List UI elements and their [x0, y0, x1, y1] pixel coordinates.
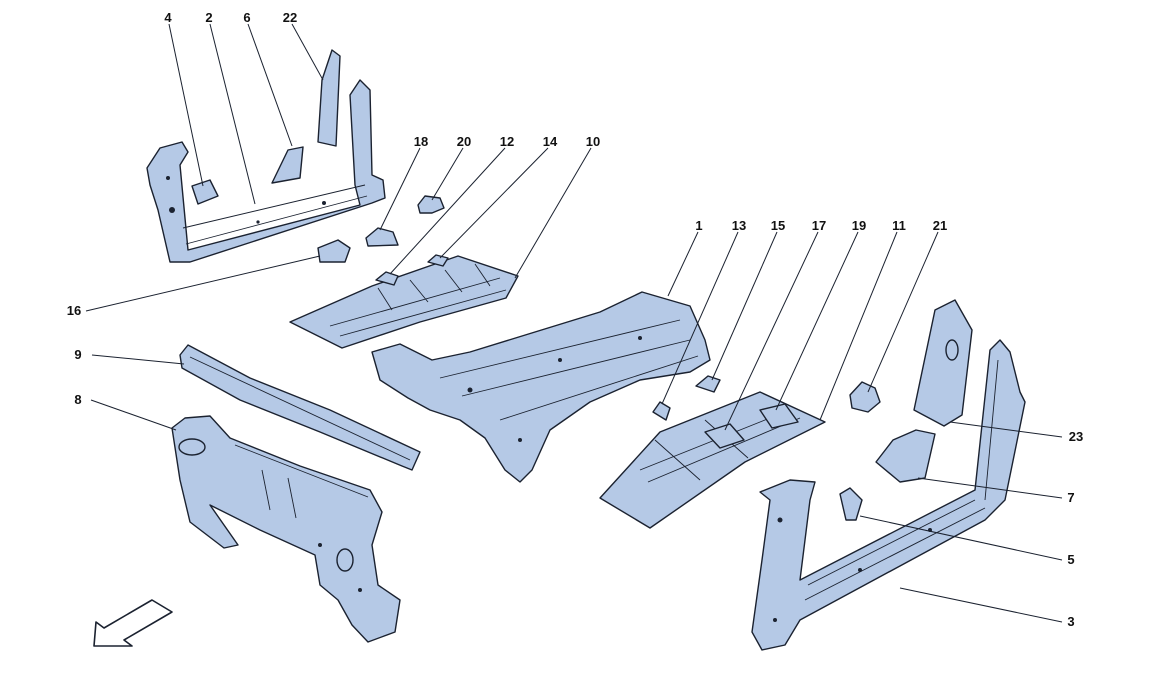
part-17-bracket [704, 423, 745, 449]
part-8-bulkhead [171, 415, 401, 643]
callout-7: 7 [1067, 490, 1074, 505]
callout-3: 3 [1067, 614, 1074, 629]
part-1-central-tunnel [371, 291, 711, 483]
part-16-bracket [317, 239, 351, 263]
part-19-bracket [759, 403, 799, 429]
callout-13: 13 [732, 218, 746, 233]
callout-15: 15 [771, 218, 785, 233]
part-9-cross-beam [179, 344, 421, 471]
left-side-frame-assembly [146, 79, 386, 263]
part-14-bracket [427, 254, 449, 267]
callout-16: 16 [67, 303, 81, 318]
callout-4: 4 [164, 10, 172, 25]
callout-21: 21 [933, 218, 947, 233]
callout-14: 14 [543, 134, 558, 149]
part-4-bracket [191, 179, 219, 205]
part-10-rear-floor [289, 255, 519, 349]
part-21-bracket [849, 381, 881, 413]
part-15-bracket [695, 375, 721, 393]
callout-19: 19 [852, 218, 866, 233]
part-3-right-side-frame [751, 339, 1026, 651]
callout-6: 6 [243, 10, 250, 25]
callout-2: 2 [205, 10, 212, 25]
callout-1: 1 [695, 218, 702, 233]
part-13-bracket [652, 401, 671, 421]
callout-10: 10 [586, 134, 600, 149]
callout-11: 11 [892, 218, 906, 233]
part-7-bracket [875, 429, 936, 483]
part-22-pillar [317, 49, 341, 147]
part-23-panel [913, 299, 973, 427]
callout-5: 5 [1067, 552, 1074, 567]
callout-9: 9 [74, 347, 81, 362]
callout-8: 8 [74, 392, 81, 407]
callout-12: 12 [500, 134, 514, 149]
callout-23: 23 [1069, 429, 1083, 444]
callout-17: 17 [812, 218, 826, 233]
part-5-bracket [839, 487, 863, 521]
callout-18: 18 [414, 134, 428, 149]
direction-arrow-icon [93, 599, 173, 647]
callout-20: 20 [457, 134, 471, 149]
callout-22: 22 [283, 10, 297, 25]
callout-labels: 4 2 6 22 18 20 12 14 10 16 9 8 1 13 15 1… [67, 10, 1083, 629]
leader-lines [85, 23, 1063, 623]
part-20-bracket [417, 195, 445, 214]
part-18-bracket [365, 227, 399, 247]
part-12-bracket [375, 271, 399, 286]
part-6-plate [271, 146, 304, 184]
